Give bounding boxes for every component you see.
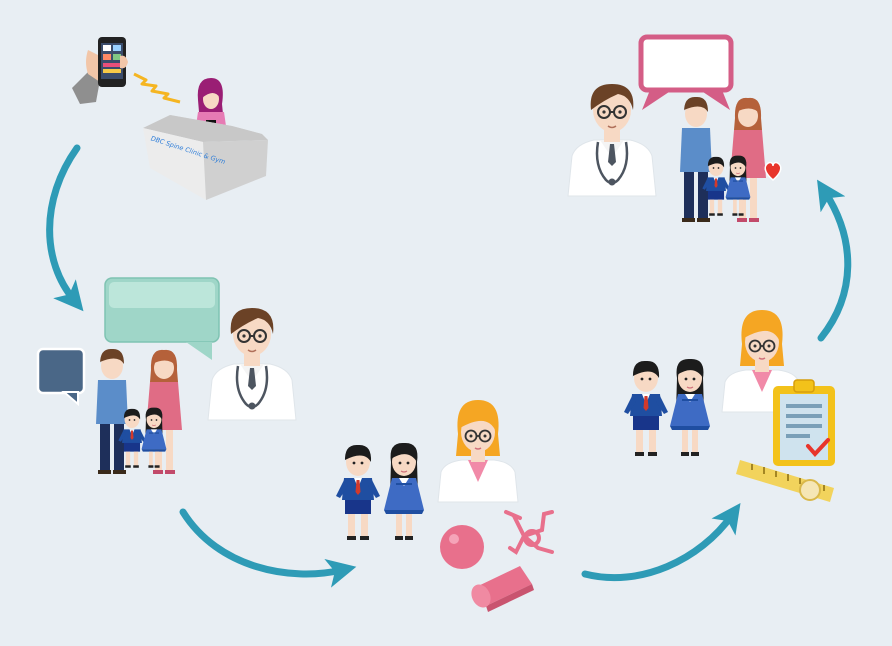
clipboard-icon [773,379,835,466]
therapist-figure [437,399,519,503]
signal-icon [133,72,181,104]
yoga-mat-icon [471,566,534,612]
boy-figure [624,360,668,456]
girl-figure [383,441,425,541]
doctor-figure [566,82,658,198]
flow-arrow-3 [581,503,741,582]
family-figure [680,97,766,222]
step-assessment [624,309,835,502]
reception-desk: DBC Spine Clinic & Gym [143,115,268,200]
exercise-bike-icon [504,510,554,555]
flow-arrow-4 [817,179,852,342]
speech-bubble-pink [638,34,734,110]
step-exercise-therapy [336,399,554,612]
smartphone-icon [72,37,128,104]
speech-bubble-mint [104,277,220,360]
step-consultation [36,277,298,474]
family-figure [96,349,182,474]
measuring-tape-icon [736,460,834,502]
doctor-figure [206,306,298,422]
boy-figure [336,444,380,540]
step-booking: DBC Spine Clinic & Gym [72,37,268,200]
flow-arrow-1 [46,144,84,312]
speech-bubble-navy [36,347,86,407]
heart-icon [764,161,782,181]
girl-figure [669,357,711,457]
flow-arrow-2 [179,508,357,588]
step-review [566,34,782,222]
exercise-ball-icon [440,525,484,569]
